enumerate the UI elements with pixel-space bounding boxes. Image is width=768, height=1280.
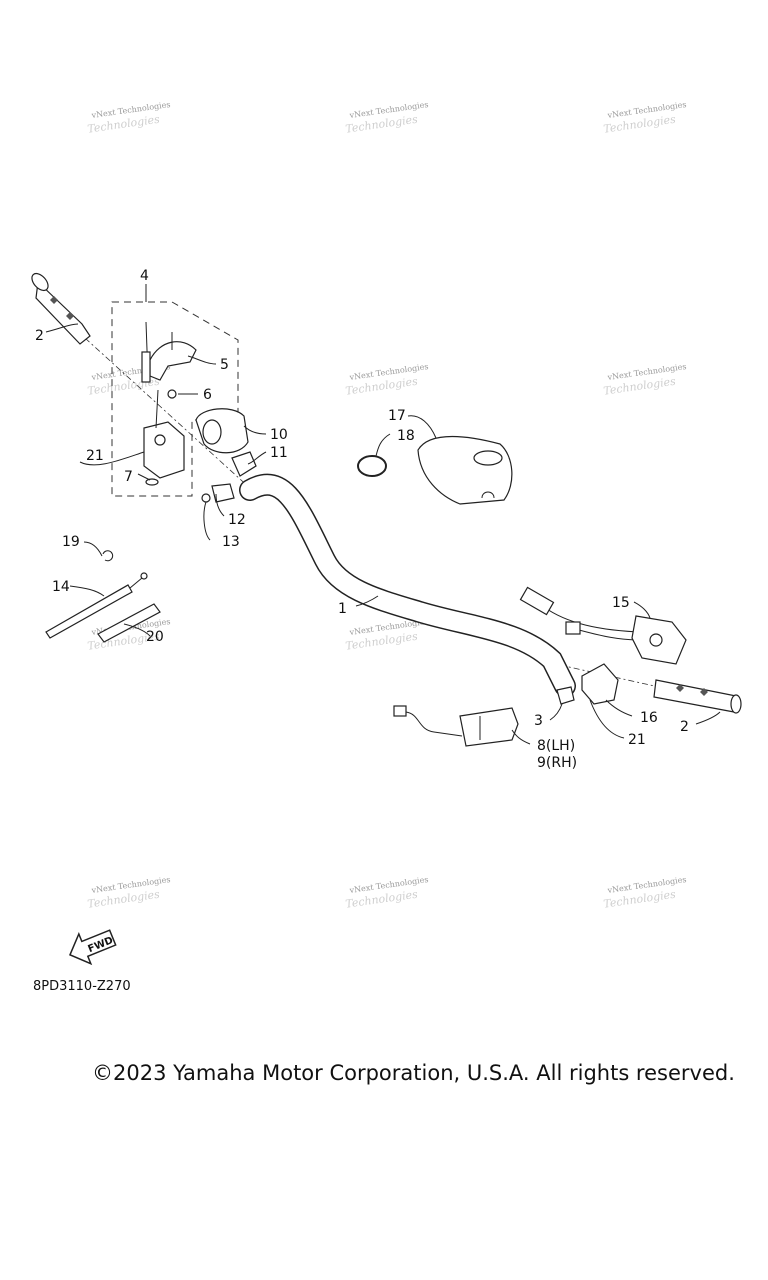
clip-part-19[interactable] [102,550,114,562]
fwd-arrow-icon: FWD [69,929,117,966]
callout-9-rh: 9(RH) [537,755,577,771]
clamp-part-12[interactable] [201,483,235,503]
callout-labels: 2 4 5 6 10 11 21 7 12 13 19 14 20 1 17 1… [35,268,689,771]
callout-11: 11 [270,445,288,461]
callout-8-lh: 8(LH) [537,738,575,754]
callout-13: 13 [222,534,240,550]
callout-17: 17 [388,408,406,424]
switch-housing-part-10[interactable] [195,408,249,454]
callout-5: 5 [220,357,229,373]
callout-21-left: 21 [86,448,104,464]
reference-code: 8PD3110-Z270 [33,979,131,994]
callout-3: 3 [534,713,543,729]
ring-part-18[interactable] [357,455,387,477]
callout-6: 6 [203,387,212,403]
callout-1: 1 [338,601,347,617]
throttle-lever-part-5[interactable] [141,321,197,383]
sleeve-part-20[interactable] [97,603,161,643]
grip-left-part-2[interactable] [29,271,91,345]
callout-20: 20 [146,629,164,645]
throttle-assembly-box [111,301,239,497]
switch-part-11[interactable] [231,451,257,477]
callout-2-left: 2 [35,328,44,344]
cover-part-17[interactable] [417,435,513,505]
callout-7: 7 [124,469,133,485]
callout-14: 14 [52,579,70,595]
collar-part-3[interactable] [556,686,575,705]
callout-19: 19 [62,534,80,550]
leader-lines [45,284,721,745]
callout-18: 18 [397,428,415,444]
copyright-notice: ©2023 Yamaha Motor Corporation, U.S.A. A… [92,1061,735,1085]
callout-4: 4 [140,268,149,284]
callout-10: 10 [270,427,288,443]
grip-right-part-2[interactable] [653,679,742,714]
callout-2-right: 2 [680,719,689,735]
callout-21-right: 21 [628,732,646,748]
throttle-housing-part-7[interactable] [143,389,185,486]
switch-lower-housing-part-16[interactable] [581,663,619,705]
grip-heater-part-8-9[interactable] [393,705,519,747]
nut-part-6[interactable] [167,389,177,399]
callout-16: 16 [640,710,658,726]
switch-assembly-part-15[interactable] [519,586,687,665]
callout-15: 15 [612,595,630,611]
assembly-axis-line [84,337,253,491]
callout-12: 12 [228,512,246,528]
cable-part-14[interactable] [45,572,148,639]
